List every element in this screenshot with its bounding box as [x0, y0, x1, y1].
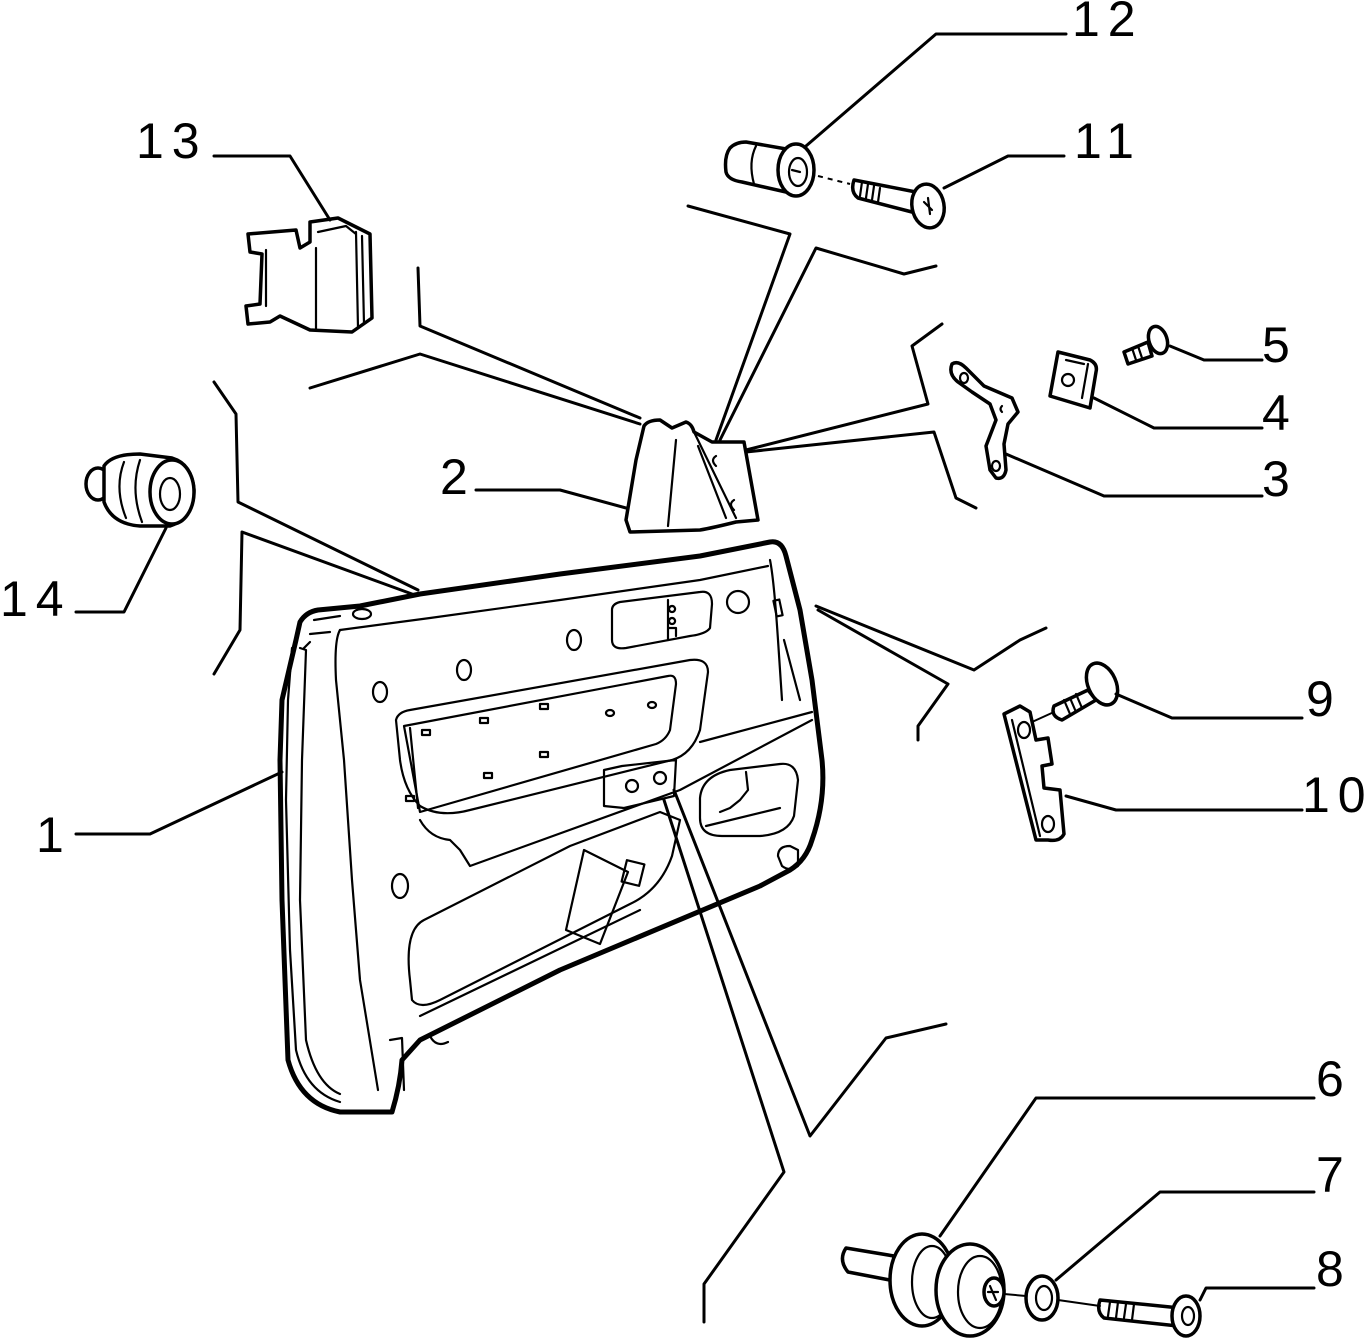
leader-11	[942, 154, 1066, 190]
speaker-hole	[725, 589, 751, 615]
leader-13	[212, 154, 332, 222]
plate-body	[1002, 704, 1066, 843]
label-6: 6	[1316, 1051, 1352, 1107]
part-9-screw	[1031, 661, 1120, 723]
part-12-spacer-bushing	[723, 140, 816, 198]
label-1: 1	[36, 807, 72, 863]
leader-12	[804, 32, 1068, 148]
switch-block	[602, 758, 678, 810]
panel-outline	[277, 539, 826, 1115]
leader-6	[938, 1096, 1316, 1238]
washer-outer	[1024, 1274, 1060, 1322]
part-13-retaining-clip	[244, 216, 374, 334]
part-11-screw	[817, 175, 946, 230]
clip-body	[244, 216, 374, 334]
screw-5-head	[1146, 324, 1170, 356]
part-1-door-trim-panel	[277, 539, 826, 1115]
label-4: 4	[1262, 385, 1298, 441]
leader-9	[1114, 692, 1304, 720]
bracket-body	[949, 360, 1020, 481]
switch-panel	[402, 674, 678, 814]
part-4-clip-nut	[1048, 350, 1099, 410]
screw-8-shank	[1096, 1298, 1182, 1328]
label-13: 13	[136, 113, 208, 169]
label-3: 3	[1262, 451, 1298, 507]
leader-5	[1168, 344, 1264, 362]
screw-9-head	[1084, 661, 1120, 707]
part-8-screw	[1003, 1293, 1202, 1338]
lower-door-pocket	[407, 810, 682, 1007]
leader-1	[74, 770, 284, 836]
label-7: 7	[1316, 1147, 1352, 1203]
screw-5-shank	[1122, 340, 1154, 366]
part-6-door-pin-bushing	[840, 1232, 1006, 1338]
screw-8-head	[1170, 1294, 1202, 1338]
label-10: 10	[1302, 767, 1369, 823]
part-3-bracket	[949, 360, 1020, 481]
label-12: 12	[1072, 0, 1144, 47]
screw-9-shank	[1051, 688, 1098, 722]
leader-3	[1004, 452, 1264, 498]
leader-8	[1198, 1286, 1316, 1302]
leader-2	[474, 488, 628, 510]
label-9: 9	[1306, 671, 1342, 727]
bushing-body	[723, 140, 794, 194]
assembly-lines	[212, 204, 1048, 1324]
pull-handle	[564, 848, 630, 946]
leader-10	[1064, 794, 1304, 812]
door-release-recess	[698, 762, 800, 838]
part-labels: 1 2 3 4 5 6 7 8 9 10 11 12 13 14	[0, 0, 1369, 1297]
part-5-screw	[1122, 324, 1170, 366]
part-2-corner-trim	[624, 418, 760, 534]
leader-4	[1092, 396, 1264, 430]
label-8: 8	[1316, 1241, 1352, 1297]
label-2: 2	[440, 449, 476, 505]
label-11: 11	[1074, 113, 1142, 169]
armrest-bezel	[394, 658, 710, 815]
part-10-mounting-plate	[1002, 704, 1066, 843]
leader-lines	[74, 32, 1316, 1302]
upper-handle-recess	[610, 590, 714, 650]
leader-7	[1054, 1190, 1316, 1282]
part-7-washer	[1024, 1274, 1060, 1322]
panel-left-flange	[284, 646, 342, 1104]
label-14: 14	[0, 571, 72, 627]
corner-trim-body	[624, 418, 760, 534]
leader-14	[74, 526, 168, 614]
switch-panel-holes	[404, 700, 658, 803]
part-14-grommet	[84, 452, 196, 528]
label-5: 5	[1262, 317, 1298, 373]
